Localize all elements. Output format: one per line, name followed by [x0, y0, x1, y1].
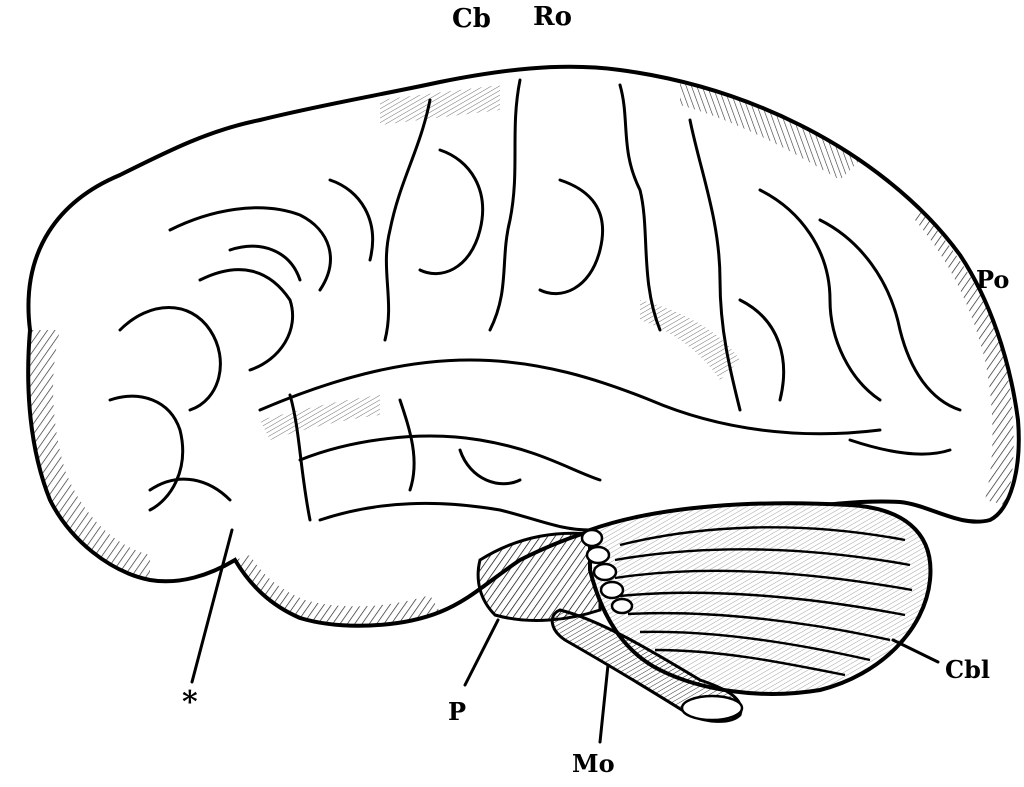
leader-lines — [190, 528, 940, 744]
medulla-oblongata — [550, 608, 744, 723]
label-cb: Cb — [452, 4, 491, 34]
label-cbl: Cbl — [945, 655, 990, 684]
label-mo: Mo — [572, 749, 615, 778]
cerebrum — [26, 64, 1021, 628]
leader-line-p — [463, 618, 500, 687]
label-asterisk: * — [182, 685, 198, 720]
leader-line-cbl — [891, 638, 940, 664]
leader-line-asterisk — [190, 528, 234, 684]
leader-line-mo — [598, 663, 610, 744]
label-po: Po — [976, 265, 1010, 294]
label-ro: Ro — [533, 2, 572, 32]
label-p: P — [448, 697, 467, 726]
